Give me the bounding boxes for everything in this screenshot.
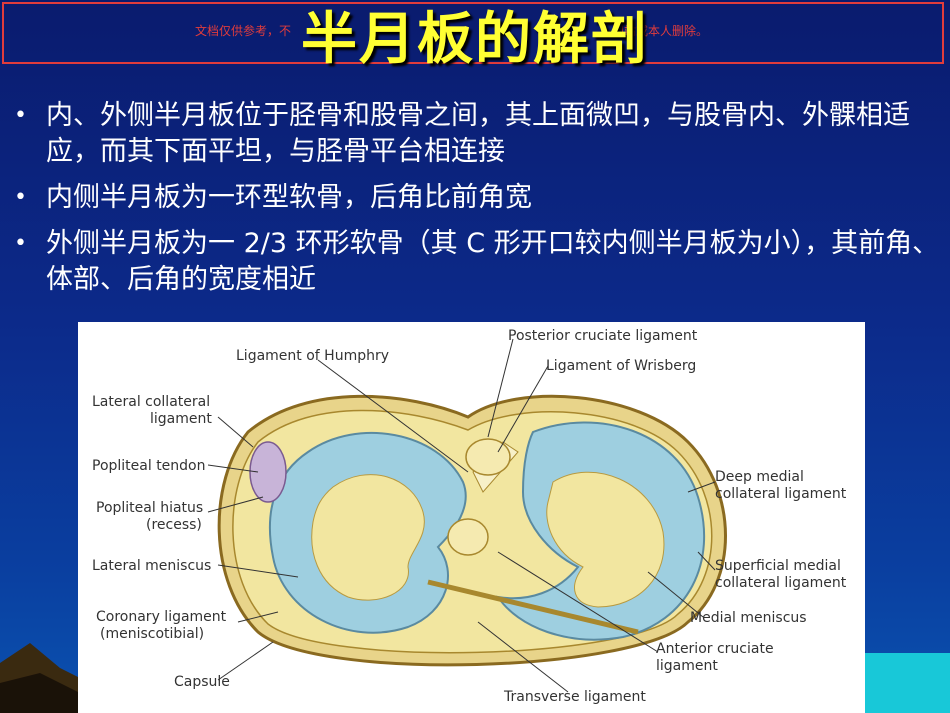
bullet-text: 内、外侧半月板位于胫骨和股骨之间，其上面微凹，与股骨内、外髁相适应，而其下面平坦… — [46, 100, 910, 167]
bullet-item: • 外侧半月板为一 2/3 环形软骨（其 C 形开口较内侧半月板为小），其前角、… — [10, 226, 940, 298]
label-lateral-collateral-1: Lateral collateral — [92, 394, 210, 410]
bullet-dot-icon: • — [14, 185, 27, 210]
acl-stump — [447, 518, 489, 556]
label-popliteal-hiatus-1: Popliteal hiatus — [96, 500, 203, 516]
bullet-dot-icon: • — [14, 103, 27, 128]
label-popliteal-hiatus-2: (recess) — [146, 517, 202, 533]
watermark-right: 网站或本人删除。 — [612, 24, 709, 38]
bullet-text: 内侧半月板为一环型软骨，后角比前角宽 — [46, 182, 532, 213]
pcl-stump — [465, 438, 511, 476]
mountain-decoration — [0, 643, 90, 713]
lateral-plateau — [311, 474, 425, 601]
medial-plateau — [546, 471, 665, 608]
label-capsule: Capsule — [174, 674, 230, 690]
label-superficial-medial-1: Superficial medial — [715, 558, 841, 574]
bullet-list: • 内、外侧半月板位于胫骨和股骨之间，其上面微凹，与股骨内、外髁相适应，而其下面… — [10, 98, 940, 308]
bullet-dot-icon: • — [14, 231, 27, 256]
label-deep-medial-1: Deep medial — [715, 469, 804, 485]
label-anterior-cruciate-1: Anterior cruciate — [656, 641, 774, 657]
transverse-band — [427, 579, 639, 635]
label-superficial-medial-2: collateral ligament — [715, 575, 847, 591]
popliteal-tendon-shape — [249, 441, 287, 503]
label-coronary-1: Coronary ligament — [96, 609, 227, 625]
label-deep-medial-2: collateral ligament — [715, 486, 847, 502]
bullet-item: • 内、外侧半月板位于胫骨和股骨之间，其上面微凹，与股骨内、外髁相适应，而其下面… — [10, 98, 940, 170]
label-lateral-meniscus: Lateral meniscus — [92, 558, 211, 574]
bullet-text: 外侧半月板为一 2/3 环形软骨（其 C 形开口较内侧半月板为小），其前角、体部… — [46, 228, 940, 295]
label-coronary-2: (meniscotibial) — [100, 626, 204, 642]
label-lateral-collateral-2: ligament — [150, 411, 212, 427]
watermark-left: 文档仅供参考，不 — [195, 24, 292, 38]
label-anterior-cruciate-2: ligament — [656, 658, 718, 674]
label-wrisberg: Ligament of Wrisberg — [546, 358, 696, 374]
slide-title: 半月板的解剖 — [301, 7, 649, 72]
leader-lines — [207, 338, 716, 693]
label-popliteal-tendon: Popliteal tendon — [92, 458, 206, 474]
label-medial-meniscus: Medial meniscus — [690, 610, 807, 626]
label-posterior-cruciate: Posterior cruciate ligament — [508, 328, 698, 344]
teal-decoration — [860, 653, 950, 713]
bullet-item: • 内侧半月板为一环型软骨，后角比前角宽 — [10, 180, 940, 216]
label-humphry: Ligament of Humphry — [236, 348, 389, 364]
meniscus-anatomy-figure: Posterior cruciate ligament Ligament of … — [78, 322, 865, 713]
label-transverse: Transverse ligament — [503, 689, 646, 705]
header-box — [2, 2, 944, 64]
meniscus-diagram: Posterior cruciate ligament Ligament of … — [92, 328, 847, 705]
